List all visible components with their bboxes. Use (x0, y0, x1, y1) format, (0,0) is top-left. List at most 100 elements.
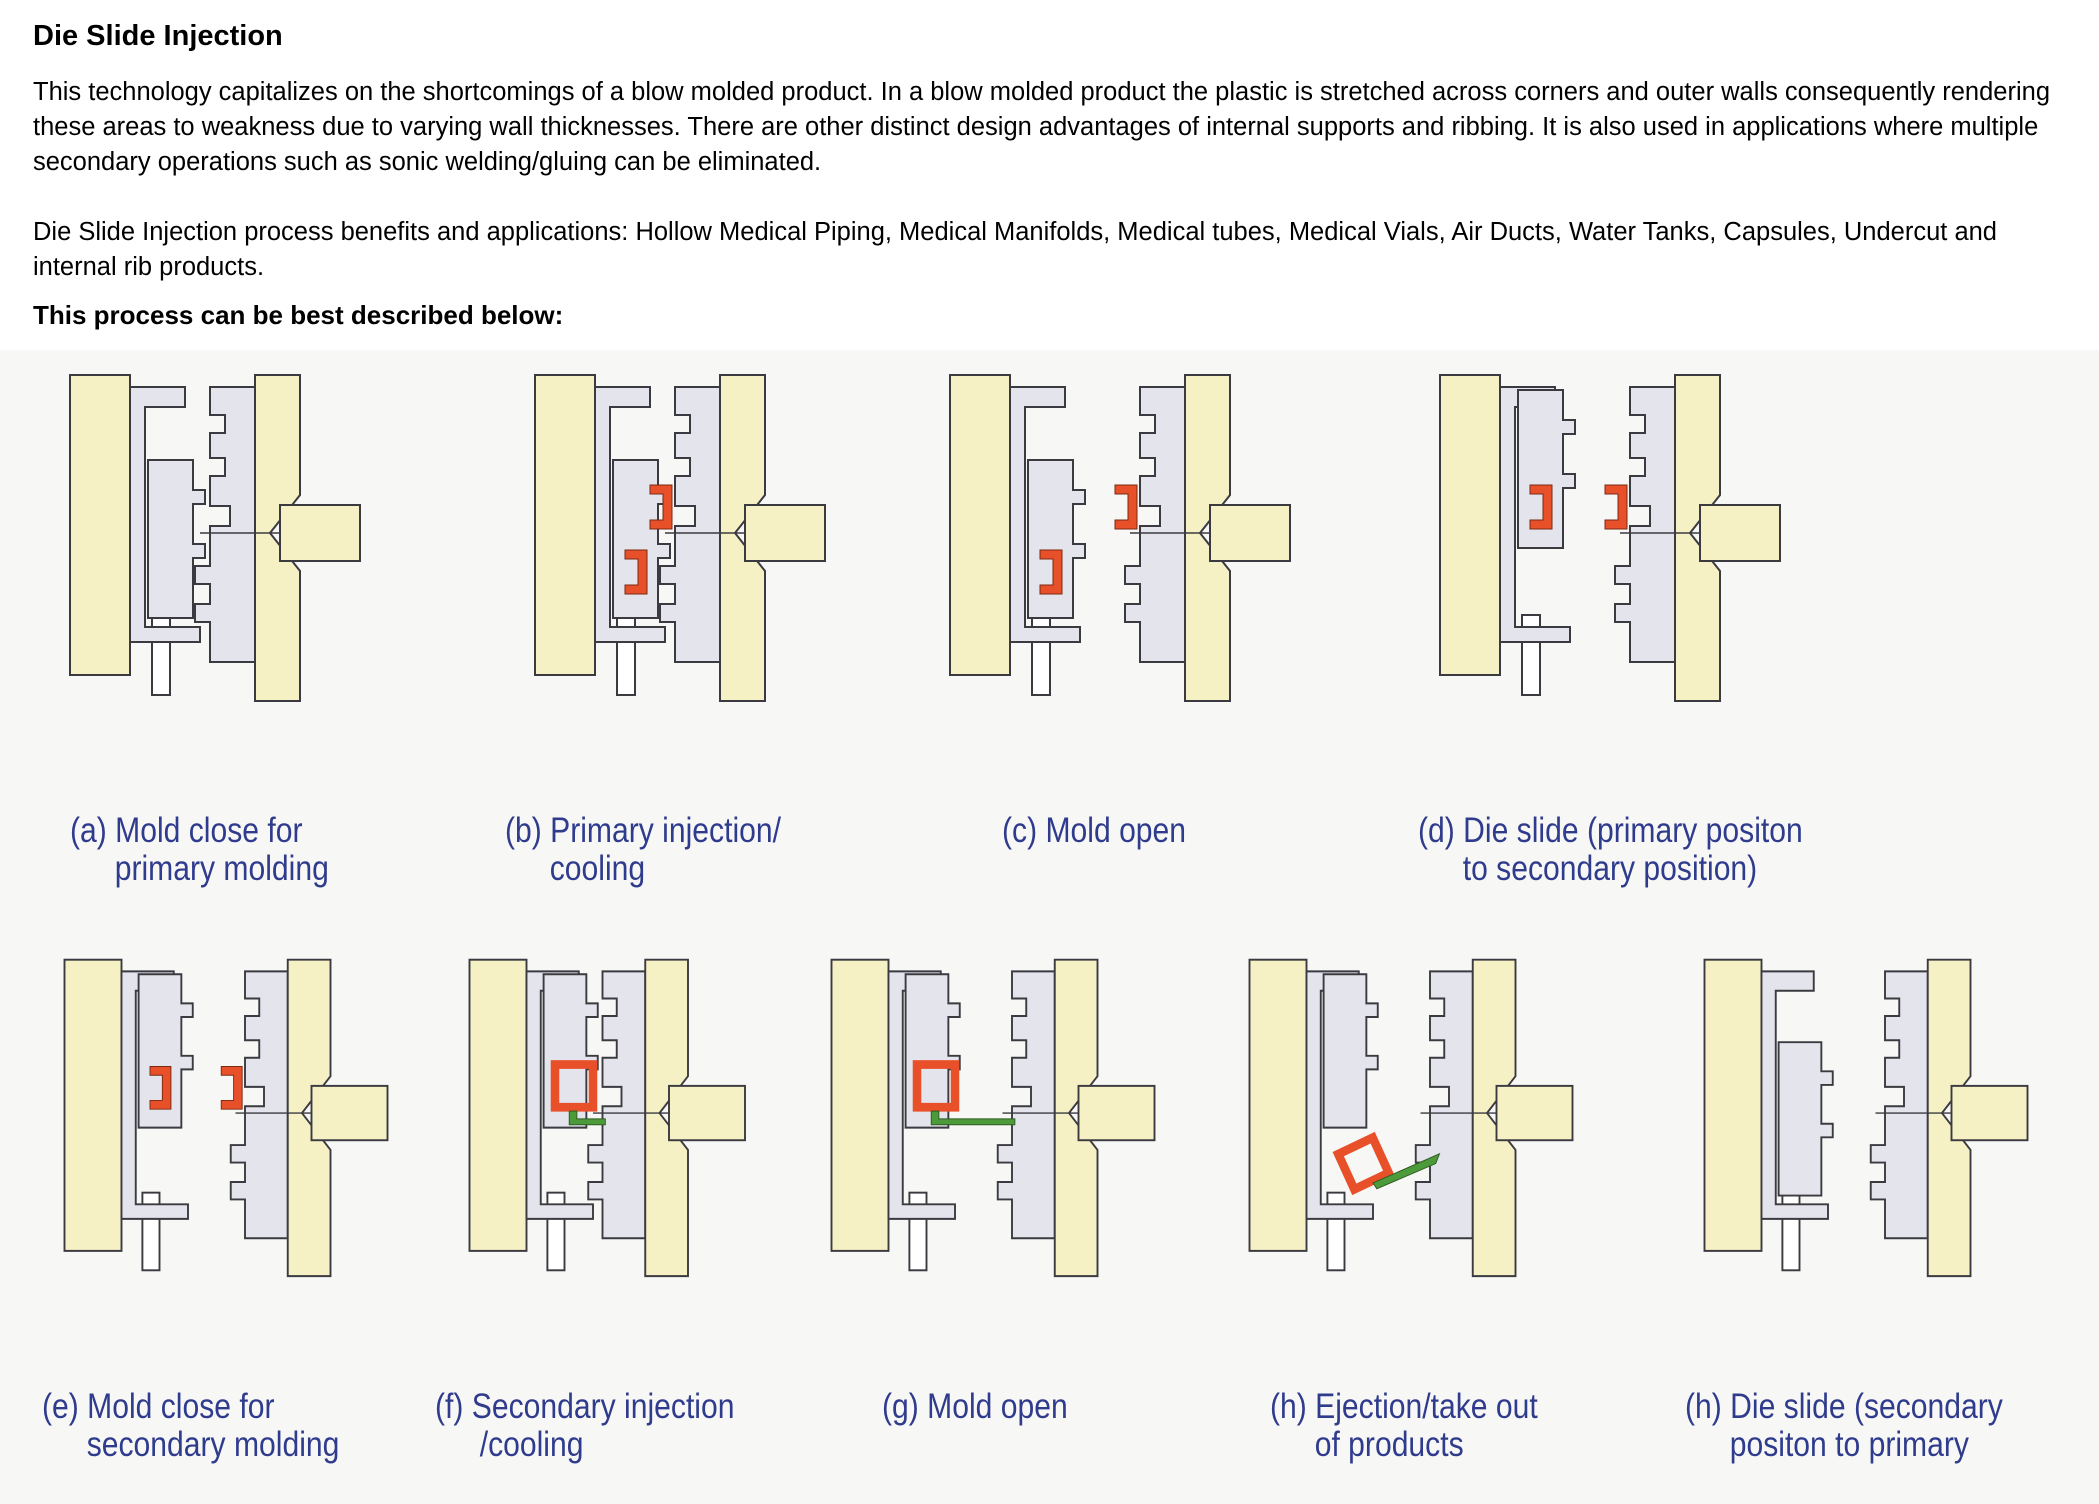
secondary-runner (568, 1110, 606, 1126)
hollow-part (550, 1060, 598, 1112)
step-b-caption-line2: cooling (549, 849, 646, 888)
step-b-caption-line1: (b) Primary injection/ (505, 811, 781, 850)
step-d-caption-line1: (d) Die slide (primary positon (1418, 811, 1803, 850)
injection-nozzle (1209, 504, 1291, 562)
primary-part-top (1604, 484, 1628, 530)
benefits-paragraph: Die Slide Injection process benefits and… (33, 218, 1997, 281)
step-f-caption: (f) Secondary injection /cooling (435, 1388, 734, 1464)
fixed-mold-plate (996, 970, 1056, 1240)
step-g-caption: (g) Mold open (882, 1388, 1068, 1426)
injection-nozzle (279, 504, 361, 562)
sliding-die-block (1777, 1041, 1834, 1197)
step-b-caption: (b) Primary injection/ cooling (505, 812, 781, 888)
mold-drawing-group (830, 958, 1156, 1278)
step-a-caption-line2: primary molding (114, 849, 329, 888)
injection-nozzle (1699, 504, 1781, 562)
fixed-mold-plate (1869, 970, 1929, 1240)
step-e-caption-line1: (e) Mold close for (42, 1387, 275, 1426)
step-d-caption-line2: to secondary position) (1462, 849, 1758, 888)
fixed-mold-plate (1414, 970, 1474, 1240)
sliding-die-block (137, 973, 194, 1129)
sliding-die-block (1322, 973, 1379, 1129)
moving-mold-plate (594, 386, 666, 643)
left-platen (1439, 374, 1501, 676)
step-i-panel (1695, 950, 2075, 1280)
left-platen (534, 374, 596, 676)
secondary-runner (930, 1110, 1016, 1126)
step-h-caption: (h) Ejection/take out of products (1270, 1388, 1538, 1464)
primary-part-top (220, 1065, 243, 1110)
step-b-drawing (534, 374, 826, 702)
primary-part-bottom (624, 549, 648, 595)
step-e-caption-line2: secondary molding (86, 1425, 340, 1464)
fixed-mold-plate (587, 970, 647, 1240)
fixed-mold-plate (1614, 386, 1676, 663)
step-i-caption: (h) Die slide (secondary positon to prim… (1685, 1388, 2003, 1464)
step-h-caption-line2: of products (1314, 1425, 1464, 1464)
fixed-mold-plate (1124, 386, 1186, 663)
left-platen (1248, 958, 1308, 1252)
step-e-drawing (63, 958, 389, 1278)
step-a-drawing (69, 374, 361, 702)
step-i-caption-line1: (h) Die slide (secondary (1685, 1387, 2003, 1426)
mold-drawing-group (949, 374, 1291, 702)
intro-paragraph: This technology capitalizes on the short… (33, 78, 2051, 176)
left-platen (69, 374, 131, 676)
fixed-mold-plate (659, 386, 721, 663)
sliding-die-block (1027, 459, 1086, 619)
left-platen (949, 374, 1011, 676)
fixed-mold-plate (194, 386, 256, 663)
step-c-panel (940, 365, 1340, 705)
step-f-caption-line1: (f) Secondary injection (435, 1387, 735, 1426)
step-a-panel (60, 365, 460, 705)
step-f-caption-line2: /cooling (479, 1425, 584, 1464)
left-platen (63, 958, 123, 1252)
primary-part-top (1114, 484, 1138, 530)
step-c-drawing (949, 374, 1291, 702)
step-c-caption: (c) Mold open (1002, 812, 1186, 850)
step-g-caption-line1: (g) Mold open (882, 1387, 1068, 1426)
step-g-drawing (830, 958, 1156, 1278)
step-d-caption: (d) Die slide (primary positon to second… (1418, 812, 1803, 888)
ejected-hollow-part (1332, 1131, 1395, 1196)
sliding-die-block (147, 459, 206, 619)
injection-nozzle (310, 1084, 389, 1142)
primary-part-slide (1529, 484, 1553, 530)
left-platen (468, 958, 528, 1252)
sliding-die-block (1517, 389, 1576, 549)
step-c-caption-line1: (c) Mold open (1002, 811, 1187, 850)
injection-nozzle (1495, 1084, 1574, 1142)
process-subheading: This process can be best described below… (33, 300, 564, 330)
step-g-panel (822, 950, 1202, 1280)
primary-part-slide (149, 1065, 172, 1110)
page-title: Die Slide Injection (33, 20, 283, 52)
mold-drawing-group (69, 374, 361, 702)
ejected-runner (1372, 1152, 1441, 1190)
step-b-panel (525, 365, 925, 705)
injection-nozzle (1950, 1084, 2029, 1142)
step-h-drawing (1248, 958, 1574, 1278)
primary-part-bottom (1039, 549, 1063, 595)
step-a-caption: (a) Mold close for primary molding (70, 812, 329, 888)
step-h-panel (1240, 950, 1620, 1280)
mold-drawing-group (1248, 958, 1574, 1278)
step-h-caption-line1: (h) Ejection/take out (1270, 1387, 1538, 1426)
process-diagram: (a) Mold close for primary molding (b) P… (0, 350, 2099, 1504)
injection-nozzle (668, 1084, 746, 1142)
mold-drawing-group (468, 958, 746, 1278)
mold-drawing-group (1703, 958, 2029, 1278)
step-d-drawing (1439, 374, 1781, 702)
mold-drawing-group (63, 958, 389, 1278)
step-d-panel (1430, 365, 1830, 705)
step-a-caption-line1: (a) Mold close for (70, 811, 303, 850)
step-f-drawing (468, 958, 746, 1278)
moving-mold-plate (129, 386, 201, 643)
step-f-panel (460, 950, 840, 1280)
step-i-drawing (1703, 958, 2029, 1278)
hollow-part (912, 1060, 960, 1112)
primary-part-top (649, 484, 673, 530)
fixed-mold-plate (229, 970, 289, 1240)
moving-mold-plate (1009, 386, 1081, 643)
injection-nozzle (1077, 1084, 1156, 1142)
